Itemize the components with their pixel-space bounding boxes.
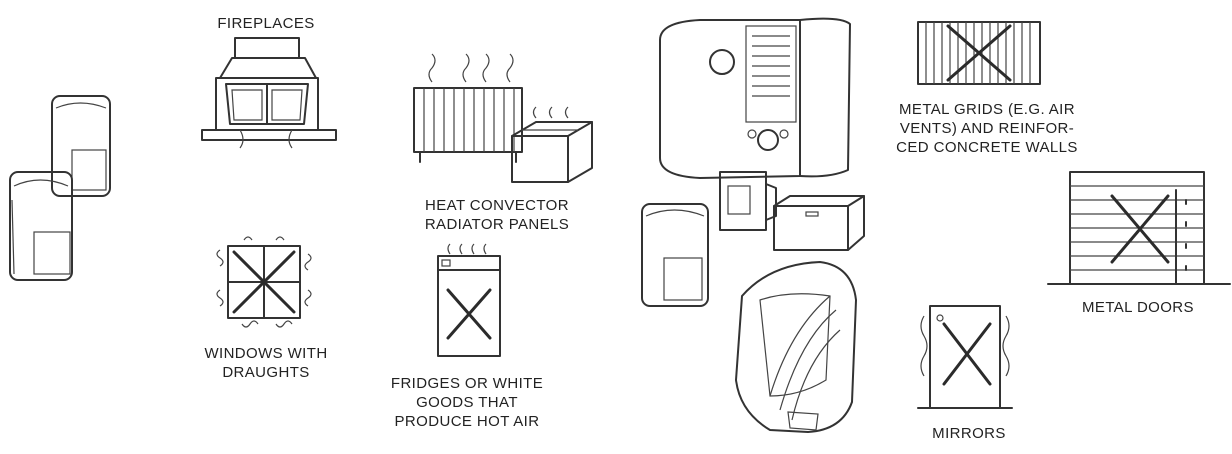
label-heat-convector: HEAT CONVECTOR RADIATOR PANELS [402, 196, 592, 234]
label-windows: WINDOWS WITH DRAUGHTS [184, 344, 348, 382]
label-fireplaces-text: FIREPLACES [217, 15, 315, 32]
label-mirrors-text: MIRRORS [932, 425, 1006, 442]
alarm-control-panel-icon [641, 17, 865, 433]
label-mirrors: MIRRORS [914, 424, 1024, 443]
label-heat-convector-line1: HEAT CONVECTOR [425, 197, 569, 214]
label-metal-doors: METAL DOORS [1064, 298, 1212, 317]
radiator-icon [413, 53, 593, 183]
label-metal-grids-line2: VENTS) AND REINFOR- [899, 120, 1075, 137]
label-fridges-line3: PRODUCE HOT AIR [394, 413, 540, 430]
label-windows-line1: WINDOWS WITH [204, 345, 328, 362]
draughty-window-icon [216, 236, 312, 328]
label-fireplaces: FIREPLACES [200, 14, 332, 33]
label-heat-convector-line2: RADIATOR PANELS [424, 216, 570, 233]
metal-door-icon [1047, 171, 1231, 285]
motion-detector-icon [9, 95, 111, 281]
metal-grid-icon [917, 21, 1041, 85]
label-fridges-line1: FRIDGES OR WHITE [390, 375, 544, 392]
label-fridges: FRIDGES OR WHITE GOODS THAT PRODUCE HOT … [372, 374, 562, 431]
label-metal-grids-line1: METAL GRIDS (E.G. AIR [899, 101, 1075, 118]
label-metal-doors-text: METAL DOORS [1082, 299, 1194, 316]
label-metal-grids: METAL GRIDS (E.G. AIR VENTS) AND REINFOR… [872, 100, 1102, 157]
label-fridges-line2: GOODS THAT [416, 394, 518, 411]
label-metal-grids-line3: CED CONCRETE WALLS [896, 139, 1078, 156]
mirror-icon [917, 305, 1013, 409]
fireplace-icon [201, 37, 337, 149]
fridge-icon [437, 243, 501, 357]
label-windows-line2: DRAUGHTS [222, 364, 310, 381]
